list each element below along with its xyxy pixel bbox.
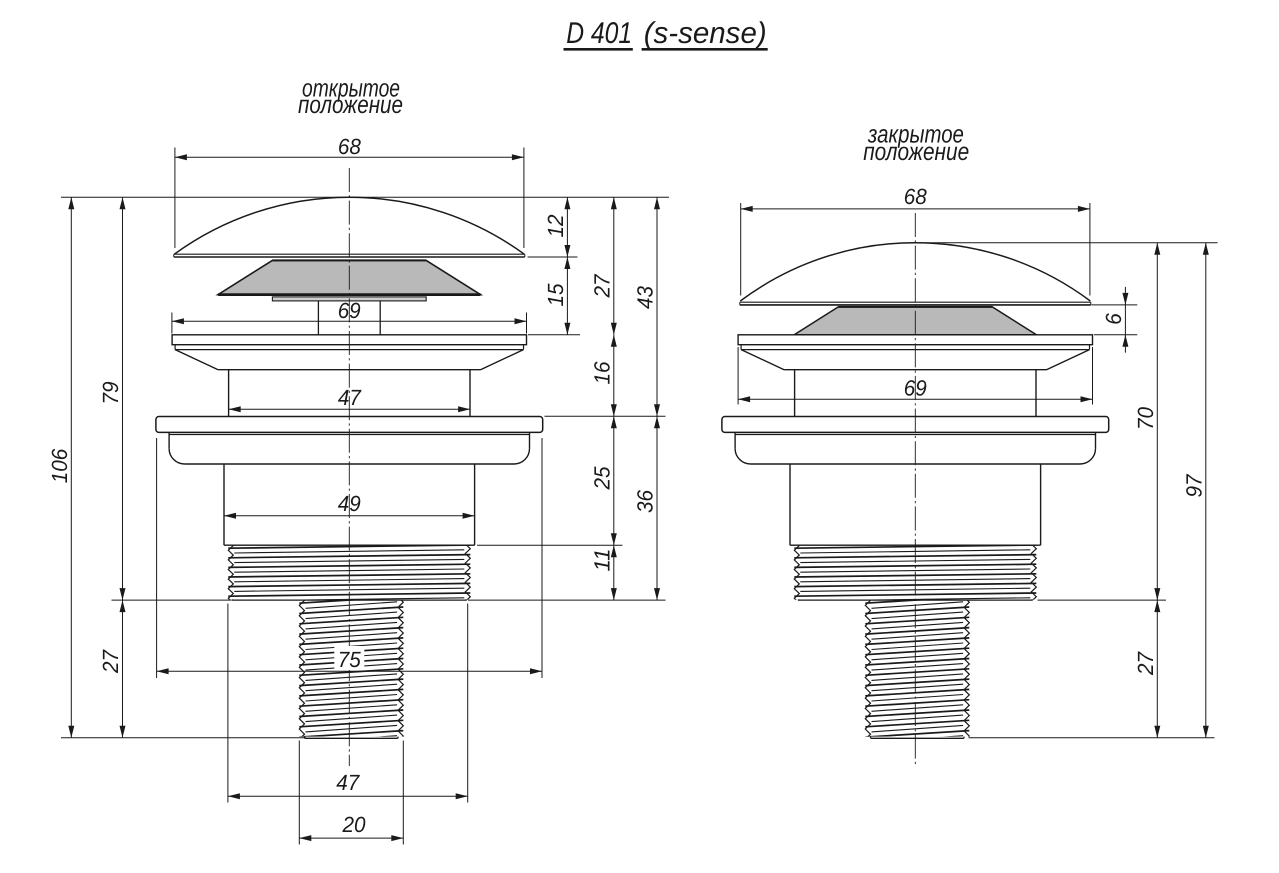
svg-text:69: 69 (904, 376, 927, 401)
svg-text:68: 68 (338, 134, 362, 159)
svg-text:открытое: открытое (302, 75, 400, 103)
svg-text:закрытое: закрытое (867, 121, 964, 149)
svg-text:69: 69 (338, 298, 361, 323)
svg-text:47: 47 (336, 770, 360, 795)
svg-text:12: 12 (543, 215, 568, 238)
svg-text:68: 68 (904, 184, 928, 209)
svg-text:43: 43 (633, 285, 658, 309)
svg-text:27: 27 (589, 274, 614, 299)
svg-text:(s-sense): (s-sense) (644, 17, 767, 50)
svg-text:49: 49 (338, 491, 361, 516)
svg-text:97: 97 (1181, 474, 1206, 498)
svg-text:6: 6 (1101, 313, 1126, 325)
svg-text:положение: положение (298, 91, 403, 119)
svg-text:27: 27 (98, 649, 123, 674)
svg-text:20: 20 (342, 812, 367, 837)
svg-text:106: 106 (47, 448, 72, 483)
svg-text:36: 36 (633, 489, 658, 513)
svg-text:25: 25 (589, 466, 614, 491)
svg-text:75: 75 (338, 647, 362, 672)
svg-text:70: 70 (1133, 406, 1158, 430)
svg-text:положение: положение (863, 138, 969, 166)
svg-text:47: 47 (338, 385, 362, 410)
svg-text:27: 27 (1133, 651, 1158, 676)
svg-text:16: 16 (589, 361, 614, 385)
svg-text:D 401: D 401 (566, 17, 632, 50)
svg-text:11: 11 (589, 549, 614, 572)
svg-text:79: 79 (98, 382, 123, 405)
svg-text:15: 15 (543, 283, 568, 307)
